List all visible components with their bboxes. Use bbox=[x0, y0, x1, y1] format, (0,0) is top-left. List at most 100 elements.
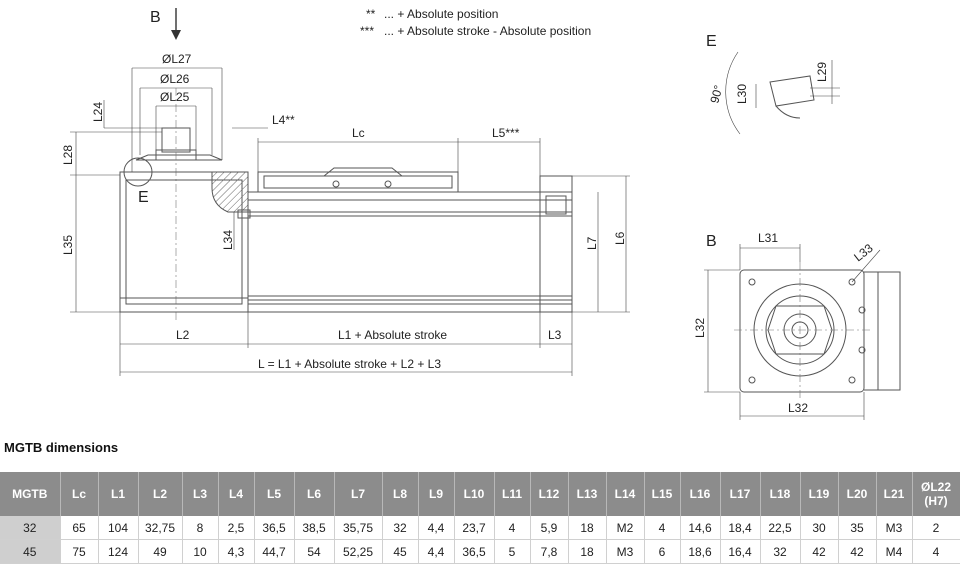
col-l8: L8 bbox=[382, 472, 419, 516]
table-cell: 32,75 bbox=[138, 516, 183, 540]
table-cell: 18,6 bbox=[680, 539, 721, 564]
col-l7: L7 bbox=[334, 472, 383, 516]
col-l10: L10 bbox=[454, 472, 495, 516]
col-l6: L6 bbox=[294, 472, 335, 516]
dim-l5: L5*** bbox=[492, 126, 520, 140]
note-2-mark: *** bbox=[360, 24, 374, 38]
col-mgtb: MGTB bbox=[0, 472, 61, 516]
col-l12: L12 bbox=[530, 472, 569, 516]
dim-l24: L24 bbox=[91, 102, 105, 122]
col-l11: L11 bbox=[494, 472, 531, 516]
col-lc: Lc bbox=[60, 472, 99, 516]
dim-l3: L3 bbox=[548, 328, 562, 342]
detail-e-view bbox=[725, 51, 840, 135]
table-cell: 52,25 bbox=[334, 539, 383, 564]
table-cell: 4 bbox=[912, 539, 960, 564]
col-l1: L1 bbox=[98, 472, 139, 516]
col-l16: L16 bbox=[680, 472, 721, 516]
table-cell: 49 bbox=[138, 539, 183, 564]
table-cell: 4 bbox=[644, 516, 681, 540]
table-cell: 18 bbox=[568, 539, 607, 564]
view-b-title: B bbox=[706, 233, 717, 250]
table-cell: 54 bbox=[294, 539, 335, 564]
table-row: 32 65 104 32,75 8 2,5 36,5 38,5 35,75 32… bbox=[0, 516, 960, 540]
dim-l4: L4** bbox=[272, 113, 295, 127]
table-cell: 124 bbox=[98, 539, 139, 564]
table-cell: 35 bbox=[838, 516, 877, 540]
dimensions-carriage bbox=[232, 127, 541, 176]
table-cell: 7,8 bbox=[530, 539, 569, 564]
col-l13: L13 bbox=[568, 472, 607, 516]
table-cell: 45 bbox=[382, 539, 419, 564]
table-cell: 75 bbox=[60, 539, 99, 564]
col-l9: L9 bbox=[418, 472, 455, 516]
table-cell: 5,9 bbox=[530, 516, 569, 540]
col-l4: L4 bbox=[218, 472, 255, 516]
table-cell: 36,5 bbox=[254, 516, 295, 540]
table-cell: 30 bbox=[800, 516, 839, 540]
view-b bbox=[704, 244, 901, 420]
dim-l25: ØL25 bbox=[160, 90, 190, 104]
table-cell: M3 bbox=[606, 539, 645, 564]
note-1-mark: ** bbox=[366, 7, 376, 21]
dimensions-table: MGTB Lc L1 L2 L3 L4 L5 L6 L7 L8 L9 L10 L… bbox=[0, 472, 960, 564]
view-b-label: B bbox=[150, 9, 161, 26]
dimensions-left bbox=[70, 100, 235, 313]
table-header-row: MGTB Lc L1 L2 L3 L4 L5 L6 L7 L8 L9 L10 L… bbox=[0, 472, 960, 516]
table-cell: 2,5 bbox=[218, 516, 255, 540]
table-cell: 32 bbox=[382, 516, 419, 540]
dim-l2: L2 bbox=[176, 328, 190, 342]
dim-l30: L30 bbox=[735, 84, 749, 104]
col-l22: ØL22 (H7) bbox=[912, 472, 960, 516]
table-cell: 6 bbox=[644, 539, 681, 564]
dimensions-bottom bbox=[119, 312, 573, 376]
table-cell: 4,4 bbox=[418, 539, 455, 564]
table-cell: 4,4 bbox=[418, 516, 455, 540]
dim-l33: L33 bbox=[851, 241, 876, 265]
detail-e-title: E bbox=[706, 33, 717, 50]
dim-l29: L29 bbox=[815, 62, 829, 82]
table-cell: 4 bbox=[494, 516, 531, 540]
table-cell: 38,5 bbox=[294, 516, 335, 540]
table-cell: 14,6 bbox=[680, 516, 721, 540]
table-cell: 23,7 bbox=[454, 516, 495, 540]
side-view bbox=[119, 88, 573, 320]
dim-l32-side: L32 bbox=[693, 318, 707, 338]
col-l21: L21 bbox=[876, 472, 913, 516]
table-cell: 5 bbox=[494, 539, 531, 564]
dim-lc: Lc bbox=[352, 126, 365, 140]
dim-l6: L6 bbox=[613, 231, 627, 245]
dim-l-total: L = L1 + Absolute stroke + L2 + L3 bbox=[258, 357, 441, 371]
dim-l27: ØL27 bbox=[162, 52, 192, 66]
table-cell: 16,4 bbox=[720, 539, 761, 564]
dim-l34: L34 bbox=[221, 230, 235, 250]
table-cell: 18 bbox=[568, 516, 607, 540]
table-cell: 65 bbox=[60, 516, 99, 540]
table-title: MGTB dimensions bbox=[4, 440, 119, 455]
dim-angle: 90° bbox=[707, 83, 725, 104]
table-cell: M3 bbox=[876, 516, 913, 540]
dim-l35: L35 bbox=[61, 235, 75, 255]
dim-l31: L31 bbox=[758, 231, 778, 245]
table-cell: 18,4 bbox=[720, 516, 761, 540]
table-cell: 36,5 bbox=[454, 539, 495, 564]
note-1-text: ... + Absolute position bbox=[384, 7, 498, 21]
col-l20: L20 bbox=[838, 472, 877, 516]
dimensions-top bbox=[131, 67, 223, 172]
col-l5: L5 bbox=[254, 472, 295, 516]
table-cell: M4 bbox=[876, 539, 913, 564]
note-2-text: ... + Absolute stroke - Absolute positio… bbox=[384, 24, 591, 38]
table-cell: 10 bbox=[182, 539, 219, 564]
col-l14: L14 bbox=[606, 472, 645, 516]
table-cell: 8 bbox=[182, 516, 219, 540]
table-cell: 42 bbox=[800, 539, 839, 564]
table-cell: 2 bbox=[912, 516, 960, 540]
dimensions-right bbox=[572, 175, 630, 313]
dim-l7: L7 bbox=[585, 236, 599, 250]
dim-l28: L28 bbox=[61, 145, 75, 165]
col-l18: L18 bbox=[760, 472, 801, 516]
col-l17: L17 bbox=[720, 472, 761, 516]
table-cell: 32 bbox=[0, 516, 61, 540]
detail-e-label: E bbox=[138, 189, 149, 206]
table-cell: 4,3 bbox=[218, 539, 255, 564]
